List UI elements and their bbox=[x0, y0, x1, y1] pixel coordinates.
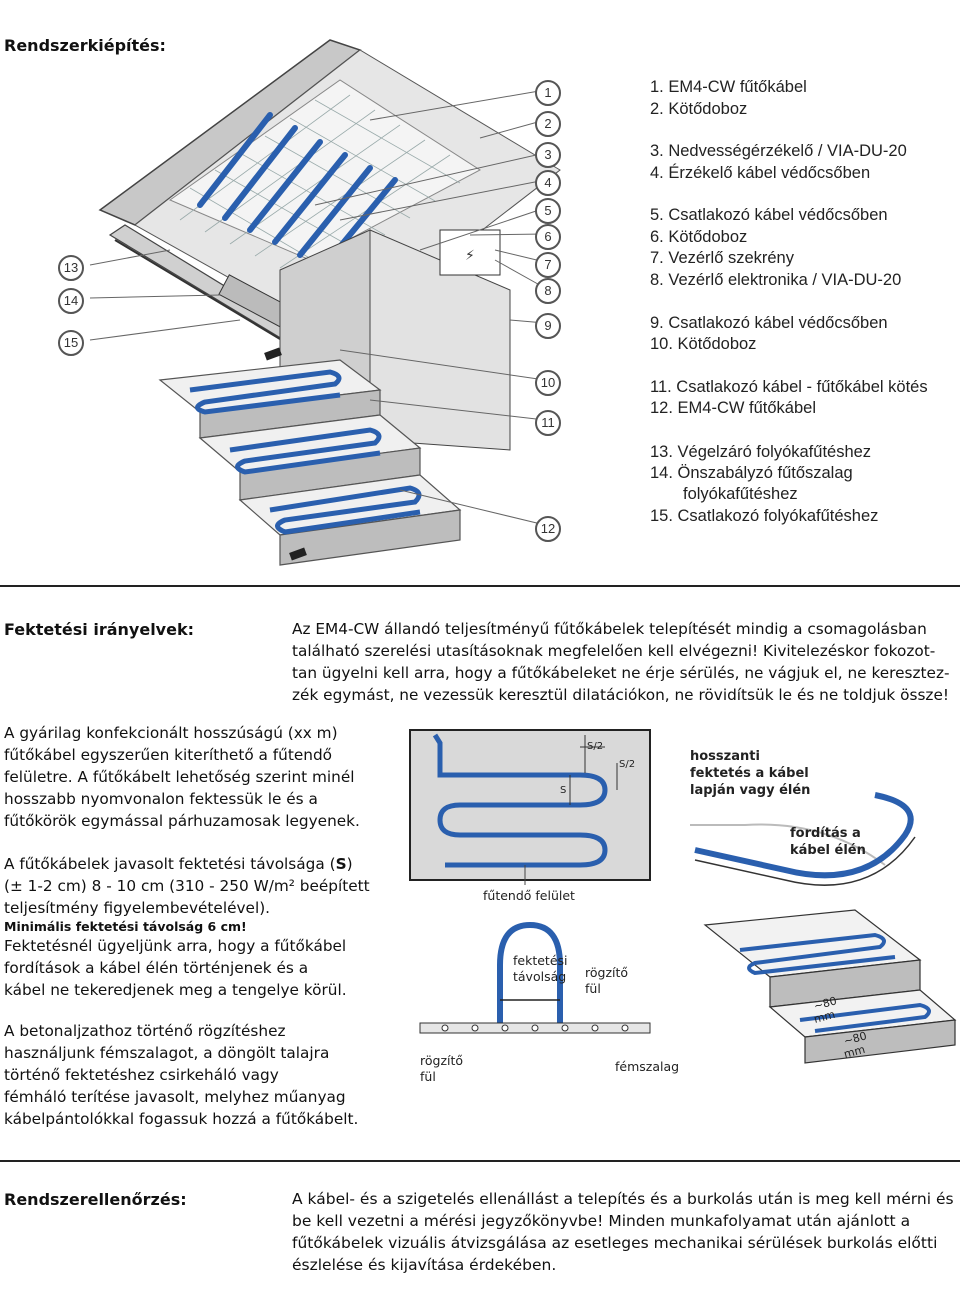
callout-8: 8 bbox=[535, 278, 561, 304]
intro-line: tan ügyelni kell arra, hogy a fűtőkábele… bbox=[292, 664, 950, 682]
label-mm-b: mm bbox=[842, 1043, 866, 1061]
callout-6: 6 bbox=[535, 224, 561, 250]
text-line: fűtőkábel egyszerűen kiteríthető a fűten… bbox=[4, 746, 333, 764]
callout-13: 13 bbox=[58, 255, 84, 281]
section-divider bbox=[0, 585, 960, 587]
text-line: A fűtőkábelek javasolt fektetési távolsá… bbox=[4, 855, 353, 873]
s-symbol: S bbox=[335, 855, 347, 873]
callout-7: 7 bbox=[535, 252, 561, 278]
paragraph-fixing: A betonaljzathoz történő rögzítéshez has… bbox=[4, 1020, 358, 1130]
callout-11: 11 bbox=[535, 410, 561, 436]
svg-text:⚡: ⚡ bbox=[465, 248, 475, 264]
text-line: teljesítmény figyelembevételével). bbox=[4, 899, 271, 917]
label-mm80-b: ~80 bbox=[842, 1029, 868, 1048]
legend-item: 13. Végelzáró folyókafűtéshez bbox=[650, 443, 872, 461]
system-illustration: ⚡ bbox=[89, 39, 561, 566]
callout-3: 3 bbox=[535, 142, 561, 168]
label-mm80-a: ~80 bbox=[812, 994, 838, 1013]
section-divider bbox=[0, 1160, 960, 1162]
section-title-system: Rendszerkiépítés: bbox=[4, 36, 166, 55]
text-line: észlelése és kijavítása érdekében. bbox=[292, 1256, 557, 1274]
label-spacing-2: távolság bbox=[513, 969, 566, 984]
label-longitudinal-2: fektetés a kábel bbox=[690, 766, 809, 781]
paragraph-spacing: A fűtőkábelek javasolt fektetési távolsá… bbox=[4, 853, 370, 1001]
callout-1: 1 bbox=[535, 80, 561, 106]
label-clip-top-2: fül bbox=[585, 981, 601, 996]
min-spacing-note: Minimális fektetési távolság 6 cm! bbox=[4, 919, 247, 934]
callout-9: 9 bbox=[535, 313, 561, 339]
text-line: A gyárilag konfekcionált hosszúságú (xx … bbox=[4, 724, 338, 742]
legend-item: 9. Csatlakozó kábel védőcsőben bbox=[650, 314, 888, 332]
intro-line: található szerelési utasításoknak megfel… bbox=[292, 642, 936, 660]
label-mm-a: mm bbox=[812, 1008, 836, 1026]
text-line: fordítások a kábel élén történjenek és a bbox=[4, 959, 309, 977]
label-s-half-top: S/2 bbox=[587, 741, 603, 752]
label-clip-left-1: rögzítő bbox=[420, 1053, 463, 1068]
intro-line: Az EM4-CW állandó teljesítményű fűtőkábe… bbox=[292, 620, 927, 638]
text-line: hosszabb nyomvonalon fektessük le és a bbox=[4, 790, 318, 808]
legend-item: 15. Csatlakozó folyókafűtéshez bbox=[650, 507, 879, 525]
callout-2: 2 bbox=[535, 111, 561, 137]
legend-item: 11. Csatlakozó kábel - fűtőkábel kötés bbox=[650, 378, 928, 396]
label-s-half-right: S/2 bbox=[619, 759, 635, 770]
label-clip-top-1: rögzítő bbox=[585, 965, 628, 980]
text-line: A kábel- és a szigetelés ellenállást a t… bbox=[292, 1190, 954, 1208]
label-turn-1: fordítás a bbox=[790, 826, 861, 841]
callout-15: 15 bbox=[58, 330, 84, 356]
legend-item: 7. Vezérlő szekrény bbox=[650, 249, 794, 267]
legend-item: folyókafűtéshez bbox=[683, 485, 798, 503]
section-title-guidelines: Fektetési irányelvek: bbox=[4, 620, 194, 639]
label-longitudinal-1: hosszanti bbox=[690, 749, 760, 764]
legend-item: 2. Kötődoboz bbox=[650, 100, 748, 118]
guidelines-intro: Az EM4-CW állandó teljesítményű fűtőkábe… bbox=[292, 618, 960, 706]
text-line: Fektetésnél ügyeljünk arra, hogy a fűtők… bbox=[4, 937, 347, 955]
legend-item: 6. Kötődoboz bbox=[650, 228, 748, 246]
section-title-check: Rendszerellenőrzés: bbox=[4, 1190, 187, 1209]
intro-line: zék egymást, ne vezessük keresztül dilat… bbox=[292, 686, 950, 704]
legend-item: 1. EM4-CW fűtőkábel bbox=[650, 78, 807, 96]
text-line: kábelpántolókkal fogassuk hozzá a fűtőká… bbox=[4, 1110, 359, 1128]
label-spacing-1: fektetési bbox=[513, 953, 568, 968]
text-line: használjunk fémszalagot, a döngölt talaj… bbox=[4, 1044, 330, 1062]
text-line: (± 1-2 cm) 8 - 10 cm (310 - 250 W/m² beé… bbox=[4, 877, 370, 895]
label-longitudinal-3: lapján vagy élén bbox=[690, 783, 810, 798]
legend-item: 5. Csatlakozó kábel védőcsőben bbox=[650, 206, 888, 224]
label-turn-2: kábel élén bbox=[790, 843, 866, 858]
laying-diagram: S/2 S/2 S fűtendő felület hosszanti fekt… bbox=[409, 729, 957, 1084]
text-line: történő fektetéshez csirkeháló vagy bbox=[4, 1066, 279, 1084]
text-line: fémháló terítése javasolt, melyhez műany… bbox=[4, 1088, 346, 1106]
label-metal-strip: fémszalag bbox=[615, 1059, 679, 1074]
label-clip-left-2: fül bbox=[420, 1069, 436, 1084]
callout-5: 5 bbox=[535, 198, 561, 224]
text-line: A betonaljzathoz történő rögzítéshez bbox=[4, 1022, 286, 1040]
text-line: fűtőkörök egymással párhuzamosak legyene… bbox=[4, 812, 360, 830]
legend-item: 10. Kötődoboz bbox=[650, 335, 757, 353]
callout-12: 12 bbox=[535, 516, 561, 542]
text-line: felületre. A fűtőkábelt lehetőség szerin… bbox=[4, 768, 355, 786]
legend-item: 4. Érzékelő kábel védőcsőben bbox=[650, 164, 871, 182]
check-paragraph: A kábel- és a szigetelés ellenállást a t… bbox=[292, 1188, 954, 1276]
text-line: be kell vezetni a mérési jegyzőkönyvbe! … bbox=[292, 1212, 911, 1230]
label-heated-surface: fűtendő felület bbox=[483, 888, 575, 903]
text-line: kábel ne tekeredjenek meg a tengelye kör… bbox=[4, 981, 347, 999]
legend-item: 8. Vezérlő elektronika / VIA-DU-20 bbox=[650, 271, 902, 289]
legend-item: 14. Önszabályzó fűtőszalag bbox=[650, 464, 853, 482]
callout-14: 14 bbox=[58, 288, 84, 314]
legend-item: 12. EM4-CW fűtőkábel bbox=[650, 399, 816, 417]
text-line: fűtőkábelek vizuális átvizsgálása az ese… bbox=[292, 1234, 938, 1252]
callout-4: 4 bbox=[535, 170, 561, 196]
callout-10: 10 bbox=[535, 370, 561, 396]
legend-item: 3. Nedvességérzékelő / VIA-DU-20 bbox=[650, 142, 907, 160]
paragraph-layout: A gyárilag konfekcionált hosszúságú (xx … bbox=[4, 722, 360, 832]
label-s: S bbox=[560, 785, 566, 796]
